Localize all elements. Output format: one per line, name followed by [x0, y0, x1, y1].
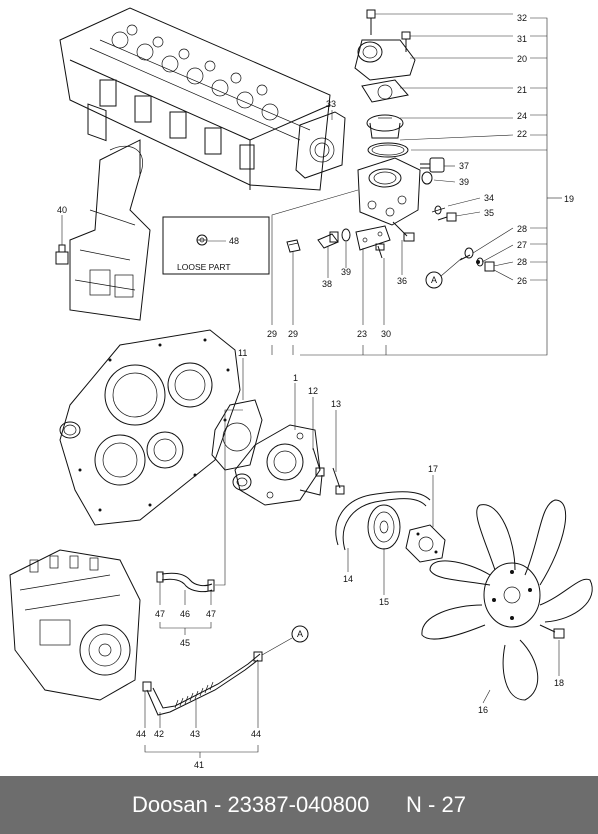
callout-24: 24: [517, 111, 527, 121]
exploded-parts-diagram: 32 31 20 21 24 22 37 39 34 35 19 28 27 2…: [9, 7, 593, 770]
callout-28-lower: 28: [517, 257, 527, 267]
fan-illustration: [421, 499, 593, 701]
footer-separator: -: [207, 792, 228, 817]
cylinder-block-illustration: [69, 139, 151, 321]
callout-31: 31: [517, 34, 527, 44]
callout-11: 11: [238, 348, 247, 358]
bolt-18-illustration: [539, 624, 565, 639]
callout-46: 46: [180, 609, 190, 619]
callout-16: 16: [478, 705, 488, 715]
callout-19: 19: [564, 194, 574, 204]
callout-28-upper: 28: [517, 224, 527, 234]
callout-43: 43: [190, 729, 200, 739]
callout-26: 26: [517, 276, 527, 286]
pulley-illustration: [367, 504, 401, 550]
callout-37: 37: [459, 161, 469, 171]
footer-brand: Doosan: [132, 792, 208, 817]
callout-29-right: 29: [288, 329, 298, 339]
callout-23: 23: [357, 329, 367, 339]
callout-44-left: 44: [136, 729, 146, 739]
reference-marker-a-upper: A: [431, 275, 437, 285]
loose-part-box: [162, 216, 270, 275]
pipe-43-illustration: [142, 651, 263, 716]
callout-30: 30: [381, 329, 391, 339]
callout-1: 1: [293, 373, 298, 383]
plug-29-illustration: [286, 239, 301, 253]
reference-marker-a-lower: A: [297, 629, 303, 639]
callout-47-right: 47: [206, 609, 216, 619]
gasket-11-illustration: [211, 399, 263, 471]
spacer-illustration: [405, 524, 446, 563]
callout-20: 20: [517, 54, 527, 64]
callout-12: 12: [308, 386, 318, 396]
callout-41: 41: [194, 760, 204, 770]
callout-39-upper: 39: [459, 177, 469, 187]
callout-13: 13: [331, 399, 341, 409]
footer-page: N - 27: [406, 792, 466, 817]
footer-bar: Doosan - 23387-040800 N - 27: [0, 776, 598, 834]
callout-34: 34: [484, 193, 494, 203]
callout-18: 18: [554, 678, 564, 688]
callout-22: 22: [517, 129, 527, 139]
callout-47-left: 47: [155, 609, 165, 619]
callout-39-lower: 39: [341, 267, 351, 277]
callout-32: 32: [517, 13, 527, 23]
callout-45: 45: [180, 638, 190, 648]
callout-38: 38: [322, 279, 332, 289]
thermostat-group-illustration: [354, 9, 495, 289]
callout-35: 35: [484, 208, 494, 218]
gear-case-illustration: [59, 329, 241, 526]
callout-42: 42: [154, 729, 164, 739]
footer-part-number: 23387-040800: [227, 792, 370, 817]
sensor-38-illustration: [317, 228, 351, 249]
callout-21: 21: [517, 85, 527, 95]
engine-illustration: [9, 549, 141, 701]
callout-36: 36: [397, 276, 407, 286]
reference-marker-lower: [261, 625, 309, 656]
footer-gap: [369, 792, 406, 818]
plug-40-illustration: [55, 244, 69, 265]
callout-15: 15: [379, 597, 389, 607]
bracket-23-illustration: [355, 225, 391, 259]
hose-46-illustration: [156, 571, 215, 593]
water-pump-illustration: [232, 424, 345, 506]
callout-48: 48: [229, 236, 239, 246]
callout-29-left: 29: [267, 329, 277, 339]
callout-17: 17: [428, 464, 438, 474]
bolt-36-illustration: [392, 221, 415, 242]
v-belt-illustration: [335, 491, 431, 551]
callout-40: 40: [57, 205, 67, 215]
loose-part-label: LOOSE PART: [177, 262, 231, 272]
gasket-33-illustration: [295, 111, 346, 179]
cylinder-head-illustration: [59, 7, 331, 191]
callout-33: 33: [326, 99, 336, 109]
callout-44-right: 44: [251, 729, 261, 739]
leader-lines: [61, 13, 562, 758]
callout-14: 14: [343, 574, 353, 584]
callout-numbers: 32 31 20 21 24 22 37 39 34 35 19 28 27 2…: [57, 13, 574, 770]
callout-27: 27: [517, 240, 527, 250]
